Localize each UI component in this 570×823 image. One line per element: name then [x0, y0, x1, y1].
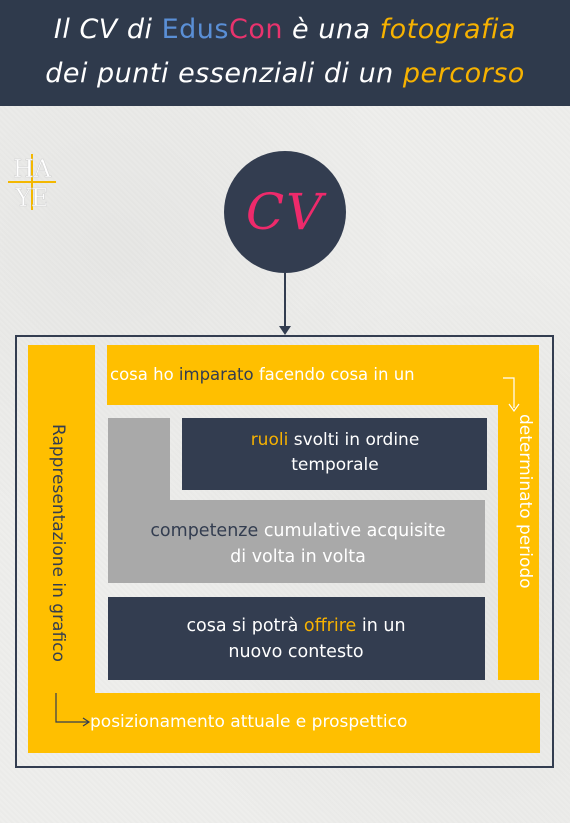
logo-text-top: HA	[13, 155, 52, 183]
label-highlight: ruoli	[250, 430, 289, 450]
arrow-down-icon	[508, 403, 520, 413]
arrow-head-icon	[279, 326, 291, 335]
left-yellow-bar	[28, 345, 95, 695]
title-highlight: fotografia	[379, 14, 517, 45]
bottom-yellow-bar	[28, 693, 540, 753]
competence-line-2: di volta in volta	[230, 547, 366, 567]
offer-label: cosa si potrà offrire in un nuovo contes…	[110, 613, 482, 665]
label-text: cosa si potrà	[186, 616, 304, 636]
label-text: facendo cosa in un	[253, 365, 415, 384]
label-highlight: offrire	[303, 616, 357, 636]
label-text: cumulative acquisite	[258, 521, 446, 541]
connector-arrow	[284, 273, 286, 328]
roles-line-2: temporale	[291, 455, 379, 475]
title-text: è una	[282, 14, 380, 45]
title-text: dei punti essenziali di un	[45, 58, 403, 89]
diagram-frame	[15, 335, 554, 768]
offer-line-2: nuovo contesto	[228, 642, 364, 662]
cv-label: CV	[245, 183, 325, 241]
bottom-bar-label: posizionamento attuale e prospettico	[90, 712, 408, 732]
label-text: cosa ho	[110, 365, 179, 384]
title-banner: Il CV di EdusCon è una fotografia dei pu…	[0, 0, 570, 106]
arrow-right-icon	[82, 717, 91, 727]
label-highlight: imparato	[178, 365, 254, 384]
label-text: svolti in ordine	[288, 430, 420, 450]
title-text: Il CV di	[53, 14, 162, 45]
title-line-1: Il CV di EdusCon è una fotografia	[0, 14, 570, 45]
bottom-left-connector	[55, 693, 88, 723]
top-right-connector	[503, 377, 515, 408]
brand-name-con: Con	[228, 14, 283, 45]
label-text: in un	[356, 616, 406, 636]
cv-circle: CV	[224, 151, 346, 273]
label-highlight: competenze	[150, 521, 259, 541]
roles-line-1: ruoli svolti in ordine	[184, 428, 486, 453]
roles-box	[182, 418, 487, 490]
offer-line-1: cosa si potrà offrire in un	[110, 613, 482, 639]
top-bar-label: cosa ho imparato facendo cosa in un	[110, 365, 515, 384]
right-yellow-bar	[498, 345, 539, 680]
title-line-2: dei punti essenziali di un percorso	[0, 58, 570, 89]
top-yellow-bar	[107, 345, 539, 405]
logo-text-bottom: YE	[14, 184, 48, 212]
offer-box	[108, 597, 485, 680]
brand-name-edus: Edus	[161, 14, 229, 45]
competence-line-1: competenze cumulative acquisite	[108, 518, 488, 544]
title-highlight: percorso	[402, 58, 525, 89]
competence-label: competenze cumulative acquisite di volta…	[108, 518, 488, 570]
logo-icon: HA YE	[8, 154, 56, 212]
roles-label: ruoli svolti in ordine temporale	[184, 428, 486, 478]
competence-box	[108, 500, 485, 583]
